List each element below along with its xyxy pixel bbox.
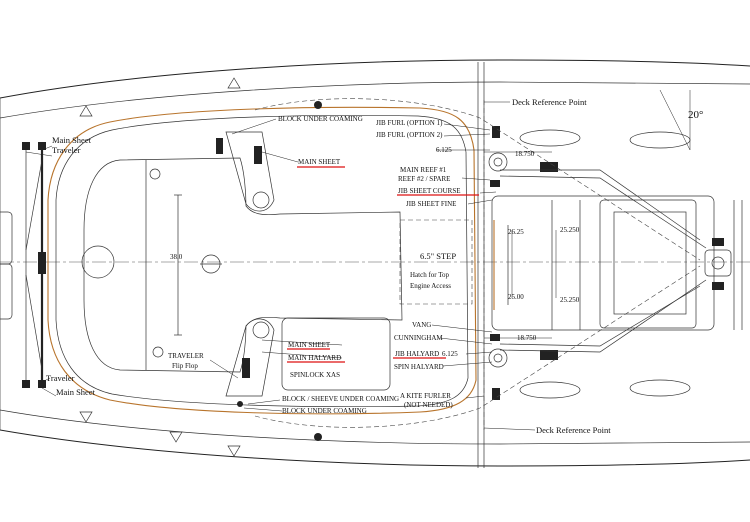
label-dim-25-00: 25.00 (508, 293, 524, 301)
winch-top (488, 152, 508, 172)
label-jib-furl-2: JIB FURL (OPTION 2) (376, 131, 443, 139)
label-kite-furler-1: A KITE FURLER (400, 392, 451, 400)
label-dim-26-25: 26.25 (508, 228, 524, 236)
label-jib-sheet-course: JIB SHEET COURSE (398, 187, 461, 195)
label-main-sheet-traveler-2: Traveler (52, 145, 81, 155)
organizer-bottom (540, 350, 558, 360)
label-main-reef-1: MAIN REEF #1 (400, 166, 447, 174)
red-underlines (287, 166, 479, 363)
label-hatch-2: Engine Access (410, 282, 451, 290)
label-dim-18750-bottom: 18.750 (517, 334, 537, 342)
transom-recess-bottom (0, 263, 13, 320)
label-jib-sheet-fine: JIB SHEET FINE (406, 200, 456, 208)
coaming-outline (47, 106, 477, 415)
mast-step (704, 249, 732, 277)
label-deck-ref-top: Deck Reference Point (512, 97, 587, 107)
organizer-top (540, 162, 558, 172)
label-traveler-flip-flop-1: TRAVELER (168, 352, 204, 360)
label-jib-halyard: JIB HALYARD (395, 350, 439, 358)
label-main-sheet-bottom: MAIN SHEET (288, 341, 331, 349)
deck-light-top-right (629, 131, 691, 149)
label-block-under-coaming-bottom: BLOCK UNDER COAMING (282, 407, 367, 415)
label-traveler-flip-flop-2: Flip Flop (172, 362, 198, 370)
label-main-sheet-traveler-1: Main Sheet (52, 135, 92, 145)
hull-outline (0, 59, 750, 467)
label-reef-2-spare: REEF #2 / SPARE (398, 175, 450, 183)
transom-recess-top (0, 211, 13, 265)
drain-bottom (152, 346, 164, 358)
label-main-sheet-top: MAIN SHEET (298, 158, 341, 166)
label-block-under-coaming-top: BLOCK UNDER COAMING (278, 115, 363, 123)
cockpit-seat-hatch (81, 245, 115, 279)
main-sheet-arm-top (225, 131, 275, 212)
label-spin-halyard: SPIN HALYARD (394, 363, 444, 371)
main-sheet-arm-bottom (225, 318, 275, 397)
main-sheet-traveler (22, 142, 46, 388)
label-traveler-main-sheet-1: Traveler (46, 373, 75, 383)
label-spinlock: SPINLOCK XAS (290, 371, 340, 379)
label-dim-18750-top: 18.750 (515, 150, 535, 158)
deck-light-bottom-left (519, 381, 581, 399)
leader-lines (25, 101, 536, 431)
stanchions (79, 77, 241, 457)
label-cunningham: CUNNINGHAM (394, 334, 443, 342)
forward-hatch (491, 195, 715, 331)
label-hatch-1: Hatch for Top (410, 271, 450, 279)
label-kite-furler-2: (NOT NEEDED) (404, 401, 453, 409)
label-dim-25-250-bottom: 25.250 (560, 296, 580, 304)
label-main-halyard: MAIN HALYARD (288, 354, 341, 362)
label-jib-furl-1: JIB FURL (OPTION 1) (376, 119, 443, 127)
label-block-sheeve: BLOCK / SHEEVE UNDER COAMING (282, 395, 399, 403)
step-hatch-box (399, 219, 473, 305)
label-angle: 20° (688, 109, 703, 121)
label-deck-ref-bottom: Deck Reference Point (536, 425, 611, 435)
clutch-panel (281, 317, 391, 391)
label-dim-25-250-top: 25.250 (560, 226, 580, 234)
deck-light-bottom-right (629, 379, 691, 397)
label-vang: VANG (412, 321, 431, 329)
winch-bottom (488, 348, 508, 368)
labels: Main Sheet Traveler Traveler Main Sheet … (46, 97, 703, 435)
cockpit-well (83, 157, 403, 373)
label-dim-6125-top: 6.125 (436, 146, 452, 154)
label-step: 6.5" STEP (420, 251, 456, 261)
label-dim-6125-bottom: 6.125 (442, 350, 458, 358)
label-traveler-main-sheet-2: Main Sheet (56, 387, 96, 397)
label-dim-38: 38.0 (170, 253, 183, 261)
deck-light-top-left (519, 129, 581, 147)
drain-top (149, 168, 161, 180)
